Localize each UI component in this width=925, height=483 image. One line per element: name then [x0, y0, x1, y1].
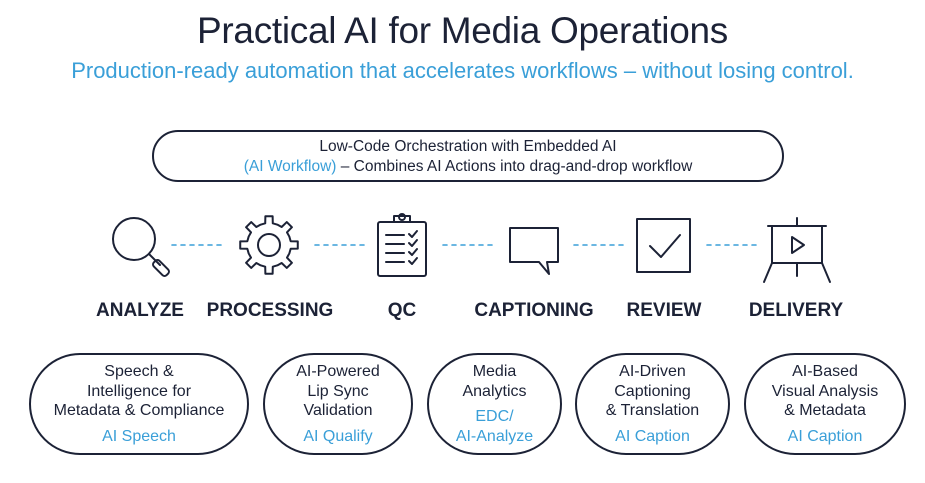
checklist-clipboard-icon — [377, 213, 427, 277]
orchestration-line-2: (AI Workflow) – Combines AI Actions into… — [154, 157, 782, 177]
orchestration-box: Low-Code Orchestration with Embedded AI … — [152, 130, 784, 182]
stage-label-processing: PROCESSING — [206, 300, 334, 321]
capability-description: AI-Driven Captioning & Translation — [605, 363, 700, 419]
gear-icon — [239, 215, 299, 275]
capability-processing: AI-Powered Lip Sync Validation AI Qualif… — [263, 353, 413, 455]
capability-description: AI-Based Visual Analysis & Metadata — [771, 363, 879, 419]
capability-product: AI Speech — [102, 427, 176, 445]
page-title: Practical AI for Media Operations — [197, 10, 728, 51]
stage-label-qc: QC — [387, 300, 417, 321]
capability-description: AI-Powered Lip Sync Validation — [296, 363, 380, 419]
capability-analyze: Speech & Intelligence for Metadata & Com… — [29, 353, 249, 455]
speech-bubble-icon — [509, 227, 559, 275]
stage-label-analyze: ANALYZE — [96, 300, 184, 321]
capability-qc: Media Analytics EDC/ AI-Analyze — [427, 353, 562, 455]
capability-product: EDC/ AI-Analyze — [455, 408, 534, 445]
magnifier-icon — [112, 217, 170, 277]
page-subtitle: Production-ready automation that acceler… — [71, 58, 854, 83]
capability-product: AI Caption — [787, 427, 863, 445]
stage-label-captioning: CAPTIONING — [474, 300, 594, 321]
capability-description: Media Analytics — [462, 363, 527, 400]
capability-captioning: AI-Driven Captioning & Translation AI Ca… — [575, 353, 730, 455]
capability-product: AI Qualify — [303, 427, 373, 445]
stage-icons — [112, 213, 831, 283]
capability-delivery: AI-Based Visual Analysis & Metadata AI C… — [744, 353, 906, 455]
orchestration-description: – Combines AI Actions into drag-and-drop… — [336, 158, 693, 175]
stage-label-delivery: DELIVERY — [748, 300, 844, 321]
orchestration-ai-workflow: (AI Workflow) — [243, 158, 337, 175]
presentation-screen-play-icon — [763, 217, 831, 283]
checkbox-icon — [636, 218, 691, 273]
capability-product: AI Caption — [615, 427, 690, 445]
orchestration-line-1: Low-Code Orchestration with Embedded AI — [319, 138, 617, 155]
stage-label-review: REVIEW — [626, 300, 702, 321]
capability-description: Speech & Intelligence for Metadata & Com… — [53, 363, 225, 419]
